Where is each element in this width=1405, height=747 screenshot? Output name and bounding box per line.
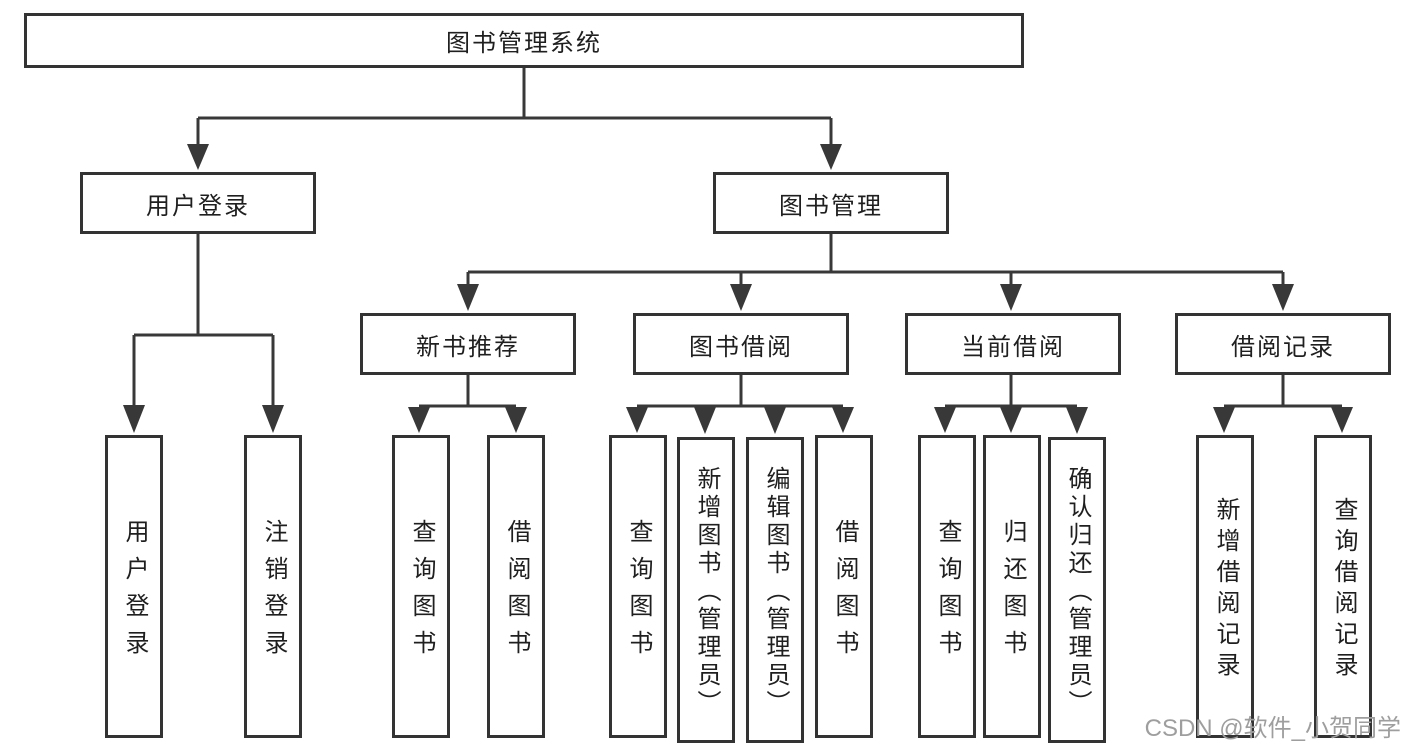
node-leaf-borrow-books-recommend: 借阅图书: [487, 435, 545, 738]
node-new-book-recommend: 新书推荐: [360, 313, 576, 375]
node-book-borrow: 图书借阅: [633, 313, 849, 375]
node-book-management-label: 图书管理: [779, 192, 883, 220]
node-book-borrow-label: 图书借阅: [689, 333, 793, 361]
node-root-label: 图书管理系统: [446, 30, 602, 57]
node-leaf-query-borrow-record: 查询借阅记录: [1314, 435, 1372, 738]
node-borrow-records: 借阅记录: [1175, 313, 1391, 375]
node-leaf-logout-label: 注销登录: [260, 519, 287, 667]
node-current-borrow-label: 当前借阅: [961, 333, 1065, 361]
node-leaf-return-book: 归还图书: [983, 435, 1041, 738]
node-leaf-return-book-label: 归还图书: [999, 519, 1026, 667]
node-leaf-query-borrow-record-label: 查询借阅记录: [1330, 497, 1357, 683]
node-leaf-query-books-borrow-label: 查询图书: [625, 519, 652, 667]
node-leaf-confirm-return-admin-label: 确认归还（管理员）: [1064, 466, 1091, 718]
node-new-book-recommend-label: 新书推荐: [416, 333, 520, 361]
node-leaf-add-borrow-record: 新增借阅记录: [1196, 435, 1254, 738]
csdn-watermark: CSDN @软件_小贺同学: [1144, 715, 1401, 742]
node-leaf-add-book-admin: 新增图书（管理员）: [677, 437, 735, 743]
node-leaf-user-login-label: 用户登录: [121, 519, 148, 667]
node-leaf-add-book-admin-label: 新增图书（管理员）: [693, 466, 720, 718]
node-leaf-query-books-recommend: 查询图书: [392, 435, 450, 738]
node-root: 图书管理系统: [24, 13, 1024, 68]
node-book-management: 图书管理: [713, 172, 949, 234]
node-leaf-borrow-books-label: 借阅图书: [831, 519, 858, 667]
node-leaf-add-borrow-record-label: 新增借阅记录: [1212, 497, 1239, 683]
node-leaf-borrow-books-recommend-label: 借阅图书: [503, 519, 530, 667]
node-leaf-query-books-current: 查询图书: [918, 435, 976, 738]
node-user-login-label: 用户登录: [146, 192, 250, 220]
node-leaf-user-login: 用户登录: [105, 435, 163, 738]
node-leaf-logout: 注销登录: [244, 435, 302, 738]
node-borrow-records-label: 借阅记录: [1231, 333, 1335, 361]
node-leaf-query-books-borrow: 查询图书: [609, 435, 667, 738]
node-leaf-confirm-return-admin: 确认归还（管理员）: [1048, 437, 1106, 743]
node-leaf-edit-book-admin: 编辑图书（管理员）: [746, 437, 804, 743]
node-leaf-edit-book-admin-label: 编辑图书（管理员）: [762, 466, 789, 718]
arrowheads: [123, 144, 1353, 434]
node-leaf-query-books-current-label: 查询图书: [934, 519, 961, 667]
node-leaf-borrow-books: 借阅图书: [815, 435, 873, 738]
node-leaf-query-books-recommend-label: 查询图书: [408, 519, 435, 667]
node-user-login: 用户登录: [80, 172, 316, 234]
node-current-borrow: 当前借阅: [905, 313, 1121, 375]
